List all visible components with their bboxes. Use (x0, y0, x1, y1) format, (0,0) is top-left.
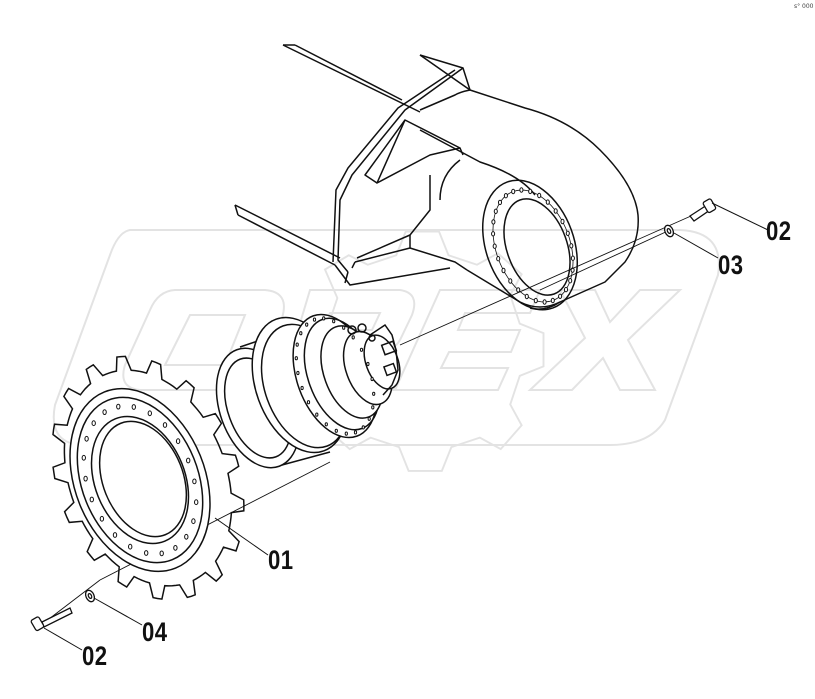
bolt-hole (128, 543, 133, 550)
bolt-hole (342, 325, 346, 330)
callout-leaders (43, 202, 769, 651)
bolt-hole (537, 192, 542, 199)
bolt-hole (131, 404, 136, 410)
bolt-hole (191, 518, 196, 525)
bolt-hole (334, 428, 338, 433)
bolt-hole (497, 199, 503, 206)
bolt-hole (91, 420, 96, 427)
callout-03: 03 (718, 250, 744, 280)
bolt-hole (351, 335, 355, 340)
bolt-top (689, 198, 717, 222)
bolt-hole (192, 478, 197, 485)
bolt-hole (569, 243, 574, 249)
bolt-hole (81, 454, 86, 461)
bolt-hole (312, 317, 317, 322)
bolt-hole (353, 430, 358, 435)
bolt-hole (528, 188, 533, 195)
washer-bottom (84, 589, 96, 603)
bolt-hole (545, 199, 550, 205)
bolt-hole (501, 267, 506, 274)
bolt-hole (84, 435, 89, 442)
bolt-hole (173, 545, 178, 551)
bolt-hole (491, 231, 496, 237)
bolt-hole (553, 208, 558, 214)
bolt-hole (550, 297, 555, 304)
bolt-hole (147, 410, 152, 417)
bolt-hole (511, 188, 516, 195)
bolt-hole (300, 385, 304, 391)
bolt-hole (186, 457, 191, 464)
bolt-hole (372, 391, 376, 396)
bolt-hole (508, 278, 513, 284)
drive-sprocket (52, 355, 245, 600)
bolt-hole (524, 293, 529, 300)
bolt-hole (102, 409, 107, 416)
bolt-hole (533, 297, 538, 304)
corner-mark: s° 000 (794, 3, 814, 10)
bolt-hole (359, 347, 364, 352)
bolt-hole (366, 361, 370, 367)
bolt-hole (324, 422, 328, 427)
callout-02-top: 02 (766, 216, 792, 246)
bolt-hole (503, 193, 508, 199)
bolt-hole (371, 405, 375, 410)
watermark-letter-e (393, 289, 542, 391)
bolt-hole (159, 550, 164, 557)
bolt-hole (491, 219, 496, 225)
bolt-hole (299, 331, 303, 336)
bolt-hole (332, 319, 336, 324)
bolt-hole (519, 187, 524, 193)
track-frame (234, 44, 639, 310)
bolt-hole (322, 316, 326, 321)
bolt-hole (99, 515, 105, 522)
bolt-hole (83, 475, 88, 482)
motor-flange-bolts (294, 316, 376, 436)
travel-motor (215, 313, 401, 469)
bolt-hole (558, 293, 563, 299)
bolt-hole (367, 416, 371, 421)
bolt-hole (570, 255, 575, 261)
bolt-hole (361, 425, 365, 430)
bolt-bottom (30, 607, 73, 632)
frame-flange-bolt-holes (491, 187, 575, 305)
bolt-hole (565, 230, 570, 237)
bolt-hole (493, 208, 498, 215)
bolt-hole (568, 278, 573, 284)
bolt-hole (516, 287, 521, 293)
callout-02-bottom: 02 (82, 641, 108, 671)
bolt-hole (194, 499, 199, 506)
bolt-hole (496, 256, 501, 262)
watermark-badge (52, 229, 720, 446)
bolt-hole (315, 412, 319, 417)
bolt-hole (184, 533, 189, 540)
bolt-hole (370, 376, 374, 382)
bolt-hole (294, 356, 298, 361)
bolt-hole (306, 400, 311, 405)
bolt-hole (492, 243, 497, 249)
frame-flange (481, 179, 579, 311)
watermark-letter-x (527, 289, 683, 391)
bolt-hole (162, 422, 168, 428)
bolt-hole (296, 370, 300, 376)
bolt-hole (144, 550, 149, 556)
assembly-centerlines (44, 211, 701, 623)
callout-04: 04 (142, 617, 168, 647)
washer-top (663, 224, 675, 238)
bolt-hole (89, 496, 94, 503)
bolt-hole (305, 322, 309, 327)
bolt-hole (542, 299, 547, 305)
bolt-hole (560, 218, 565, 225)
bolt-hole (116, 403, 121, 410)
bolt-hole (175, 438, 181, 445)
sprocket-bolt-holes (81, 403, 199, 557)
bolt-hole (344, 431, 348, 436)
bolt-hole (563, 286, 569, 293)
bolt-hole (112, 532, 118, 538)
sprocket-teeth (52, 355, 245, 600)
bolt-hole (295, 342, 299, 347)
callout-01: 01 (268, 545, 294, 575)
